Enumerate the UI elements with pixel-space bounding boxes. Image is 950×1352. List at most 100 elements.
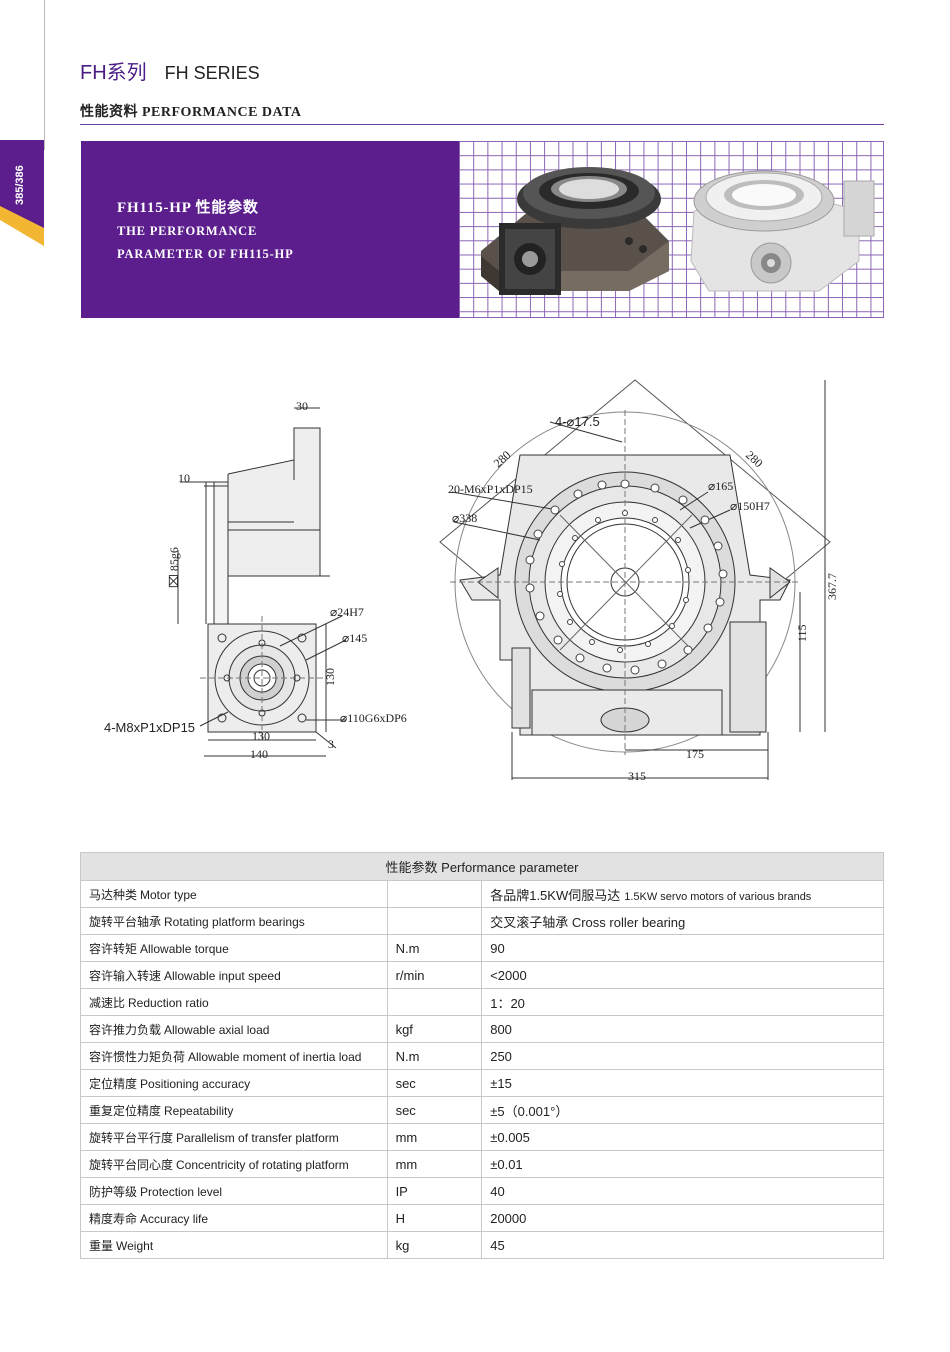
- param-name-cn: 重复定位精度: [89, 1103, 162, 1118]
- param-name-en: Allowable moment of inertia load: [188, 1049, 362, 1064]
- param-unit: IP: [386, 1177, 483, 1205]
- param-value: 20000: [481, 1204, 884, 1232]
- param-name-en: Repeatability: [164, 1103, 234, 1118]
- param-unit: [386, 880, 483, 908]
- dim-130-horizontal: 130: [252, 729, 270, 743]
- table-heading-row: 性能参数 Performance parameter: [80, 852, 884, 881]
- param-value: 45: [481, 1231, 884, 1259]
- param-name-en: Rotating platform bearings: [164, 914, 305, 929]
- header-rule: [80, 124, 884, 125]
- param-value-en: 1.5KW servo motors of various brands: [624, 890, 812, 903]
- product-dark-image: [481, 167, 669, 295]
- param-value: 800: [481, 1015, 884, 1043]
- param-value: ±15: [481, 1069, 884, 1097]
- param-name-cn: 容许惯性力矩负荷: [89, 1049, 186, 1064]
- param-name-en: Concentricity of rotating platform: [176, 1157, 349, 1172]
- dim-145: ⌀145: [342, 631, 367, 645]
- param-name-cn: 重量: [89, 1238, 114, 1253]
- series-title-cn: FH系列: [80, 62, 147, 84]
- param-value-main: ±0.01: [490, 1156, 523, 1172]
- product-photo-panel: [459, 141, 884, 318]
- technical-drawing: 30 10 ⌧ 85g6 ⌀24H7 ⌀145 130 4-M8xP1xDP15…: [104, 379, 839, 783]
- banner-line-2: THE PERFORMANCE: [117, 224, 258, 238]
- param-unit: N.m: [386, 934, 483, 962]
- param-value-main: 250: [490, 1048, 512, 1064]
- param-value-main: 各品牌1.5KW伺服马达: [490, 887, 621, 903]
- dim-m8-thread: 4-M8xP1xDP15: [104, 720, 195, 735]
- param-name-cn: 旋转平台平行度: [89, 1130, 174, 1145]
- dim-85g6: ⌧ 85g6: [167, 547, 181, 588]
- param-name-cn: 旋转平台轴承: [89, 914, 162, 929]
- dim-30: 30: [296, 399, 308, 413]
- param-unit: sec: [386, 1069, 483, 1097]
- param-unit: H: [386, 1204, 483, 1232]
- param-name-cn: 容许转矩: [89, 941, 138, 956]
- param-unit: [386, 907, 483, 935]
- banner-text: FH115-HP 性能参数 THE PERFORMANCE PARAMETER …: [117, 197, 294, 266]
- param-name-en: Positioning accuracy: [140, 1076, 251, 1091]
- dim-280-left: 280: [491, 448, 514, 470]
- banner-line-3: PARAMETER OF FH115-HP: [117, 247, 294, 261]
- dim-315: 315: [628, 769, 646, 783]
- param-value: ±5（0.001°）: [481, 1096, 884, 1124]
- param-value: ±0.005: [481, 1123, 884, 1151]
- param-value-main: 90: [490, 940, 505, 956]
- param-value-main: 45: [490, 1237, 505, 1253]
- section-title: 性能资料 PERFORMANCE DATA: [80, 105, 302, 120]
- param-name-cn: 防护等级: [89, 1184, 138, 1199]
- dim-24h7: ⌀24H7: [330, 605, 364, 619]
- param-unit: sec: [386, 1096, 483, 1124]
- param-value-main: ±0.005: [490, 1129, 530, 1145]
- product-photos: [481, 167, 875, 295]
- param-unit: r/min: [386, 961, 483, 989]
- param-value-main: 交叉滚子轴承 Cross roller bearing: [490, 914, 686, 930]
- param-value: ±0.01: [481, 1150, 884, 1178]
- param-value: 90: [481, 934, 884, 962]
- param-value: 交叉滚子轴承 Cross roller bearing: [481, 907, 884, 935]
- side-divider: [44, 0, 45, 150]
- table-heading: 性能参数 Performance parameter: [80, 852, 884, 881]
- dim-150h7: ⌀150H7: [730, 499, 770, 513]
- dim-4-17-5: 4-⌀17.5: [555, 414, 600, 429]
- banner-line-1: FH115-HP 性能参数: [117, 200, 259, 216]
- dim-m6-thread: 20-M6xP1xDP15: [448, 482, 533, 496]
- param-name-en: Motor type: [140, 887, 197, 902]
- banner: FH115-HP 性能参数 THE PERFORMANCE PARAMETER …: [81, 141, 459, 318]
- param-value: 1：20: [481, 988, 884, 1016]
- param-value-main: ±15: [490, 1075, 512, 1091]
- dim-175: 175: [686, 747, 704, 761]
- product-light-image: [690, 170, 875, 292]
- param-name-cn: 旋转平台同心度: [89, 1157, 174, 1172]
- page-number: 385/386: [14, 165, 26, 205]
- param-value-main: 40: [490, 1183, 505, 1199]
- param-value-main: ±5（0.001°）: [490, 1103, 569, 1119]
- dim-165: ⌀165: [708, 479, 733, 493]
- param-name-en: Allowable torque: [140, 941, 229, 956]
- param-unit: kgf: [386, 1015, 483, 1043]
- dim-130-vertical: 130: [323, 668, 337, 686]
- param-name-cn: 容许推力负载: [89, 1022, 162, 1037]
- param-name-en: Reduction ratio: [128, 995, 209, 1010]
